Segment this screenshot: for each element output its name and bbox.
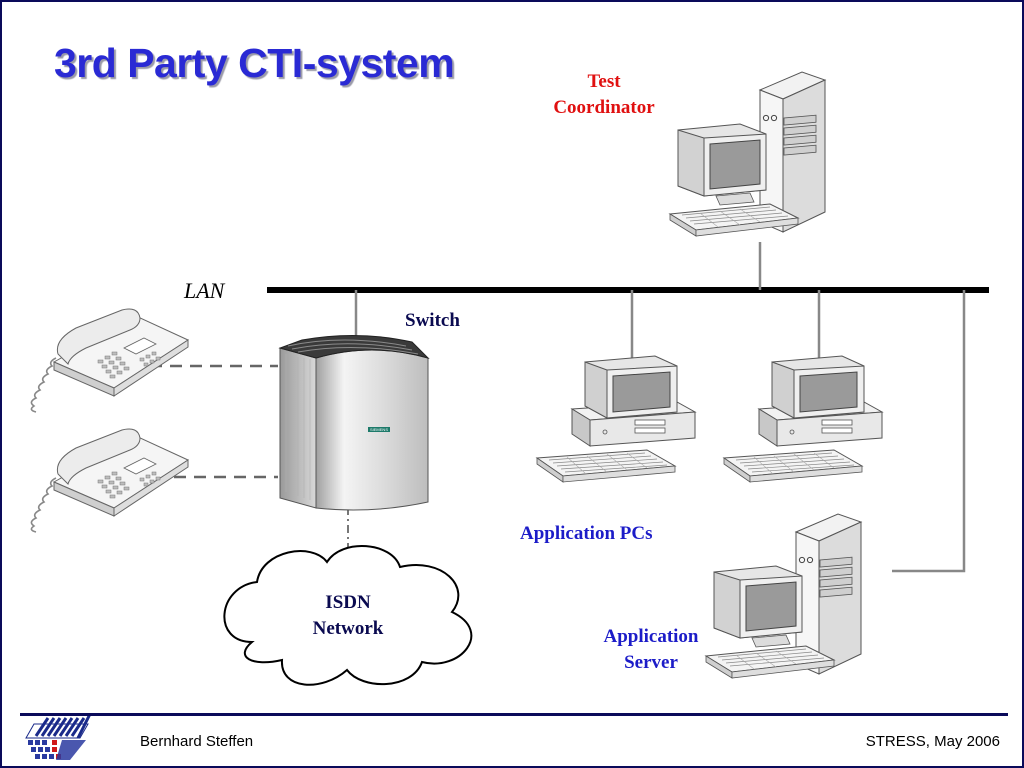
desktop-pc-icon bbox=[723, 355, 883, 483]
footer-divider bbox=[20, 713, 1008, 716]
test-coordinator-label: Test Coordinator bbox=[553, 71, 655, 118]
pbx-switch-icon: SIEMENS bbox=[278, 334, 430, 511]
tower-server-icon bbox=[705, 513, 862, 679]
telephone-icon bbox=[30, 428, 189, 533]
lan-label: LAN bbox=[184, 278, 225, 303]
application-server-label: Application Server bbox=[603, 626, 699, 673]
tower-server-icon bbox=[669, 71, 826, 237]
desktop-pc-icon bbox=[536, 355, 696, 483]
footer-event: STRESS, May 2006 bbox=[865, 733, 1000, 750]
telephone-icon bbox=[30, 308, 189, 413]
application-server-link bbox=[892, 290, 966, 573]
footer-author: Bernhard Steffen bbox=[140, 733, 254, 750]
switch-label: Switch bbox=[405, 310, 460, 331]
isdn-network-label: ISDN Network bbox=[312, 592, 384, 639]
cloud-icon bbox=[223, 544, 473, 686]
university-logo bbox=[25, 713, 92, 760]
application-pcs-label: Application PCs bbox=[520, 523, 653, 544]
slide-title: 3rd Party CTI-system bbox=[54, 40, 455, 86]
switch-brand: SIEMENS bbox=[370, 427, 388, 432]
